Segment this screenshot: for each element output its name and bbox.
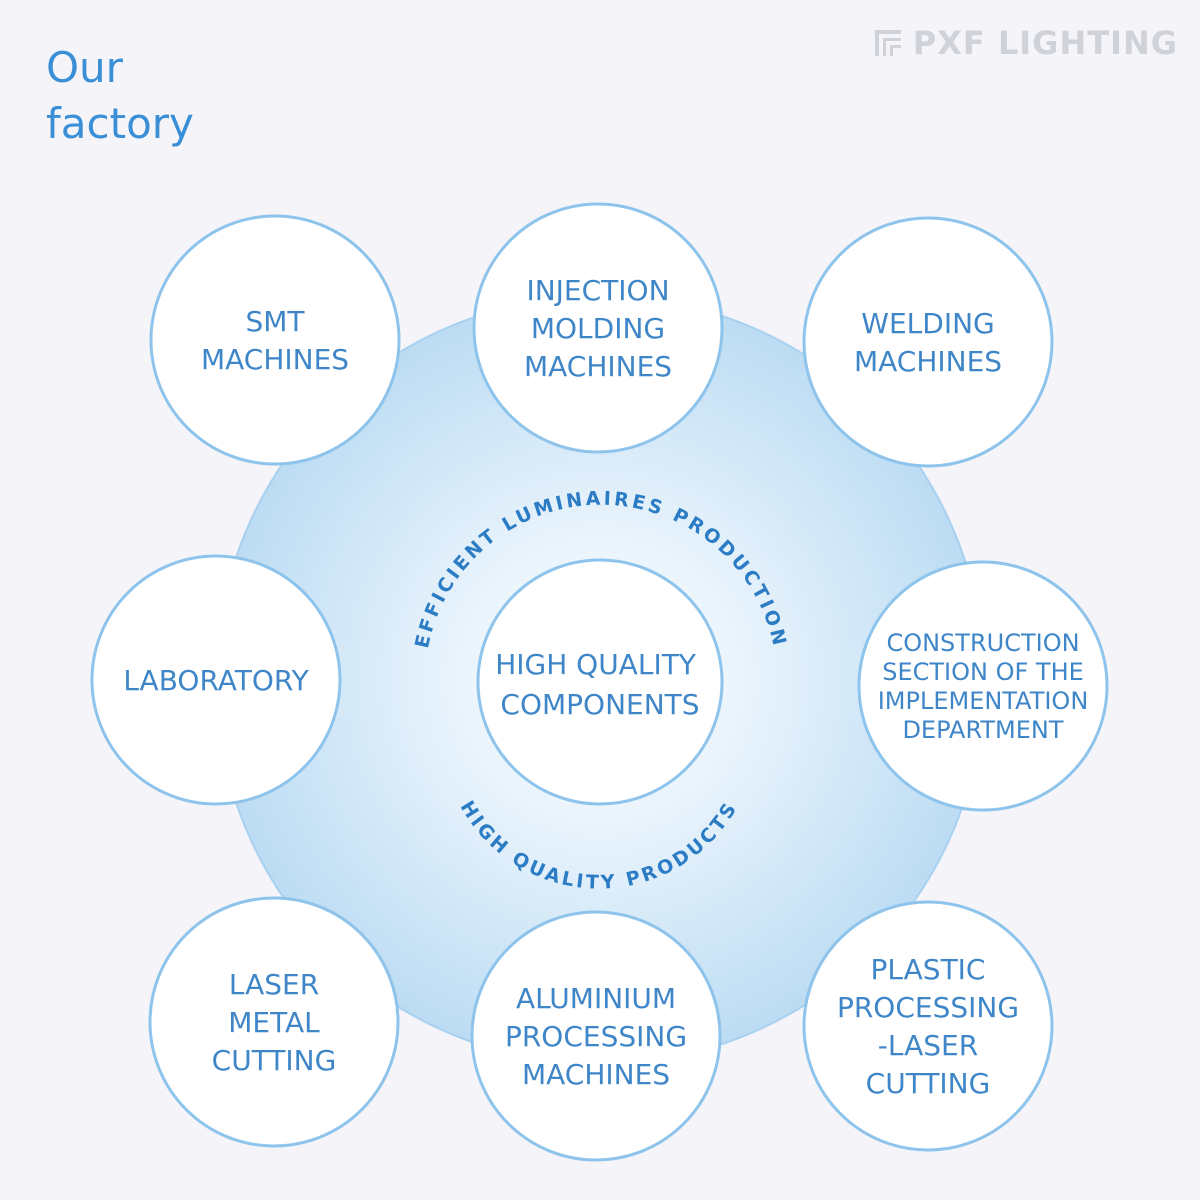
node-aluminium: ALUMINIUM PROCESSING MACHINES — [470, 910, 722, 1162]
node-injection-label-line: MACHINES — [524, 350, 672, 383]
node-aluminium-label-line: ALUMINIUM — [516, 982, 676, 1015]
node-aluminium-circle — [470, 910, 722, 1162]
node-laboratory-label: LABORATORY — [123, 664, 309, 697]
node-injection-label: INJECTION MOLDING MACHINES — [524, 274, 672, 383]
node-injection-circle — [472, 202, 724, 454]
logo-text: PXF LIGHTING — [912, 24, 1178, 62]
node-welding: WELDING MACHINES — [802, 216, 1054, 468]
center-circle — [476, 558, 724, 806]
center-label: HIGH QUALITY COMPONENTS — [495, 648, 705, 721]
node-plastic-label: PLASTIC PROCESSING -LASER CUTTING — [837, 953, 1019, 1100]
node-aluminium-label-line: PROCESSING — [505, 1020, 687, 1053]
center-label-line-1: HIGH QUALITY — [495, 648, 697, 681]
node-plastic-label-line: PLASTIC — [871, 953, 986, 986]
node-smt-label-line: SMT — [245, 305, 305, 338]
node-injection-label-line: MOLDING — [531, 312, 665, 345]
node-smt-label-line: MACHINES — [201, 343, 349, 376]
node-plastic-label-line: -LASER — [878, 1029, 978, 1062]
pxf-logo: PXF LIGHTING — [874, 24, 1178, 62]
node-laboratory: LABORATORY — [90, 554, 342, 806]
node-injection-label-line: INJECTION — [526, 274, 669, 307]
node-laboratory-circle — [90, 554, 342, 806]
pxf-logo-mark-icon — [874, 30, 901, 56]
node-welding-label-line: WELDING — [861, 307, 994, 340]
node-plastic-label-line: PROCESSING — [837, 991, 1019, 1024]
title-line-2: factory — [46, 99, 194, 148]
node-welding-label-line: MACHINES — [854, 345, 1002, 378]
page-title: Our factory — [46, 40, 266, 152]
node-laser-metal-label-line: CUTTING — [212, 1044, 337, 1077]
node-laser-metal-label-line: LASER — [229, 968, 319, 1001]
node-welding-label: WELDING MACHINES — [854, 307, 1002, 378]
node-laser-metal-circle — [148, 896, 400, 1148]
node-plastic: PLASTIC PROCESSING -LASER CUTTING — [802, 900, 1054, 1152]
node-smt-circle — [149, 214, 401, 466]
center-label-line-2: COMPONENTS — [500, 688, 699, 721]
node-plastic-label-line: CUTTING — [866, 1067, 991, 1100]
node-aluminium-label: ALUMINIUM PROCESSING MACHINES — [505, 982, 687, 1091]
node-laboratory-label-line: LABORATORY — [123, 664, 309, 697]
node-smt-label: SMT MACHINES — [201, 305, 349, 376]
node-plastic-circle — [802, 900, 1054, 1152]
node-smt: SMT MACHINES — [149, 214, 401, 466]
node-welding-circle — [802, 216, 1054, 468]
node-construction-label-line: CONSTRUCTION — [886, 629, 1079, 657]
node-construction-label-line: IMPLEMENTATION — [878, 687, 1089, 715]
node-laser-metal-label: LASER METAL CUTTING — [212, 968, 337, 1077]
node-construction-label-line: DEPARTMENT — [902, 716, 1063, 744]
node-laser-metal: LASER METAL CUTTING — [148, 896, 400, 1148]
node-injection: INJECTION MOLDING MACHINES — [472, 202, 724, 454]
title-line-1: Our — [46, 43, 123, 92]
node-construction-label-line: SECTION OF THE — [882, 658, 1084, 686]
node-aluminium-label-line: MACHINES — [522, 1058, 670, 1091]
node-construction-circle — [857, 560, 1109, 812]
node-laser-metal-label-line: METAL — [228, 1006, 320, 1039]
